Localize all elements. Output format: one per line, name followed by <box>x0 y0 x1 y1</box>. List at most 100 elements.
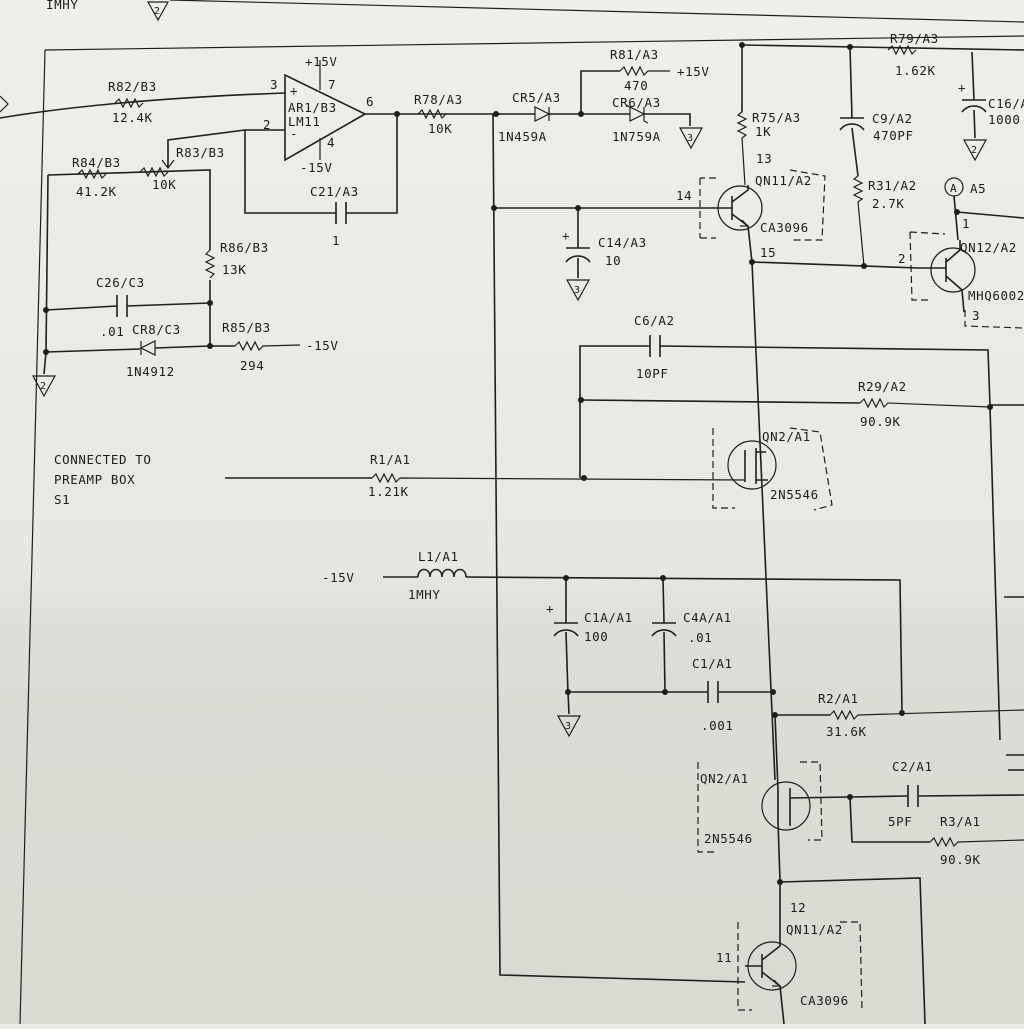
qn2-lower-label: QN2/A1 <box>700 771 749 786</box>
ground-number: 2 <box>154 6 161 17</box>
jfet-leads-lower <box>774 714 849 881</box>
pin-label: 7 <box>328 77 336 92</box>
c2-label: C2/A1 <box>892 759 933 774</box>
junction <box>770 689 776 695</box>
wire-ground <box>43 351 47 375</box>
ground-number: 3 <box>574 285 581 296</box>
pin-label: 11 <box>716 950 732 965</box>
cr5-value: 1N459A <box>498 129 547 144</box>
ground-symbol <box>556 715 582 738</box>
transistor-qn2-lower <box>761 781 811 831</box>
r82-label: R82/B3 <box>108 79 157 94</box>
wire-cr8 <box>45 345 211 353</box>
capacitor-c1 <box>707 681 719 703</box>
resistor-r78 <box>417 108 447 120</box>
r3-label: R3/A1 <box>940 814 981 829</box>
r81-label: R81/A3 <box>610 47 659 62</box>
wire-supply-bus <box>465 576 903 714</box>
qn2-upper-type: 2N5546 <box>770 487 819 502</box>
offpage-arrow-left <box>0 95 9 113</box>
qn11-type: CA3096 <box>760 220 809 235</box>
resistor-r2 <box>829 709 1024 721</box>
ar1-label: AR1/B3 <box>288 100 337 115</box>
wire-r29 <box>580 399 861 404</box>
wire-cr6-ground <box>644 113 691 126</box>
connector-label-3: S1 <box>54 492 70 507</box>
jfet-leads-upper <box>744 448 768 484</box>
junction <box>581 475 587 481</box>
inductor-l1 <box>417 568 467 578</box>
polarity: + <box>958 80 966 95</box>
r79-value: 1.62K <box>895 63 936 78</box>
ground-symbol <box>31 375 57 398</box>
wire-right-edge <box>1004 596 1024 771</box>
ground-symbol-top <box>146 1 170 22</box>
resistor-r29 <box>859 397 991 409</box>
r81-value: 470 <box>624 78 648 93</box>
wire-lower-right <box>779 877 926 1025</box>
resistor-r81 <box>619 65 670 77</box>
pin-label: 14 <box>676 188 692 203</box>
border-top-outer <box>169 0 1024 23</box>
pin-label: 6 <box>366 94 374 109</box>
c1-label: C1/A1 <box>692 656 733 671</box>
c6-value: 10PF <box>636 366 669 381</box>
r83-label: R83/B3 <box>176 145 225 160</box>
capacitor-c4a <box>651 577 677 693</box>
r29-value: 90.9K <box>860 414 901 429</box>
opamp-minus: - <box>290 126 298 141</box>
top-imhy-label: IMHY <box>46 0 79 12</box>
polarity: + <box>562 228 570 243</box>
capacitor-c1a <box>553 578 579 695</box>
wire-base-bus <box>492 113 746 983</box>
r3-value: 90.9K <box>940 852 981 867</box>
resistor-r83 <box>139 166 169 178</box>
wire-r3 <box>849 796 930 843</box>
r31-value: 2.7K <box>872 196 905 211</box>
junction <box>899 710 905 716</box>
connector-label-1: CONNECTED TO <box>54 452 152 467</box>
wire-top-rail <box>741 44 1024 51</box>
transistor-qn12 <box>930 247 976 293</box>
ground-number: 2 <box>971 145 978 156</box>
r86-value: 13K <box>222 262 246 277</box>
c9-label: C9/A2 <box>872 111 913 126</box>
wire-input <box>0 92 286 119</box>
r75-value: 1K <box>755 124 771 139</box>
qn12-type: MHQ6002 <box>968 288 1024 303</box>
r29-label: R29/A2 <box>858 379 907 394</box>
wire-left-rail <box>45 174 49 353</box>
c9-value: 470PF <box>873 128 914 143</box>
pin-label: 12 <box>790 900 806 915</box>
vminus-label: -15V <box>300 160 333 175</box>
l1-label: L1/A1 <box>418 549 459 564</box>
capacitor-c9 <box>839 46 865 177</box>
connector-label-2: PREAMP BOX <box>54 472 135 487</box>
transistor-arrow <box>772 979 782 987</box>
junction <box>662 689 668 695</box>
pin-label: 15 <box>760 245 776 260</box>
c4a-value: .01 <box>688 630 712 645</box>
wire-right-rail <box>989 406 1001 741</box>
c2-value: 5PF <box>888 814 912 829</box>
r85-label: R85/B3 <box>222 320 271 335</box>
r79-label: R79/A3 <box>890 31 939 46</box>
r85-supply: -15V <box>306 338 339 353</box>
resistor-r79 <box>887 44 917 56</box>
capacitor-c2 <box>907 785 919 807</box>
wire-feedback <box>346 114 398 214</box>
zener-cr6 <box>625 104 649 124</box>
resistor-r85 <box>234 340 301 352</box>
opamp-plus: + <box>290 83 298 98</box>
transistor-qn11 <box>717 185 763 231</box>
c4a-label: C4A/A1 <box>683 610 732 625</box>
resistor-r86 <box>204 249 216 279</box>
r78-value: 10K <box>428 121 452 136</box>
cr6-value: 1N759A <box>612 129 661 144</box>
cr8-label: CR8/C3 <box>132 322 181 337</box>
wire-a5 <box>953 195 959 241</box>
pin-label: 2 <box>263 117 271 132</box>
